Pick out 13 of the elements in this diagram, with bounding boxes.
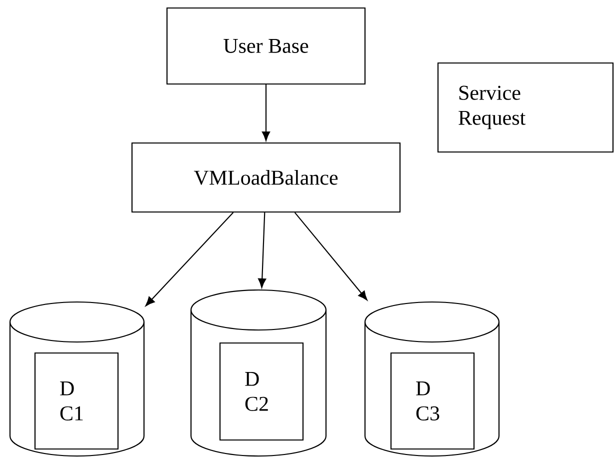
- arrow: [294, 212, 368, 300]
- arrow: [258, 212, 266, 288]
- cylinder: [9, 301, 145, 457]
- process-box: VMLoadBalance: [131, 142, 401, 213]
- cylinder: [364, 301, 500, 457]
- arrow: [145, 212, 234, 306]
- data-center-box: D C1: [34, 352, 119, 450]
- text-box: Service Request: [437, 62, 614, 153]
- cylinder: [190, 289, 327, 457]
- arrow: [262, 84, 270, 141]
- process-box: User Base: [166, 7, 366, 85]
- data-center-box: D C3: [390, 352, 475, 450]
- data-center-box: D C2: [219, 342, 304, 441]
